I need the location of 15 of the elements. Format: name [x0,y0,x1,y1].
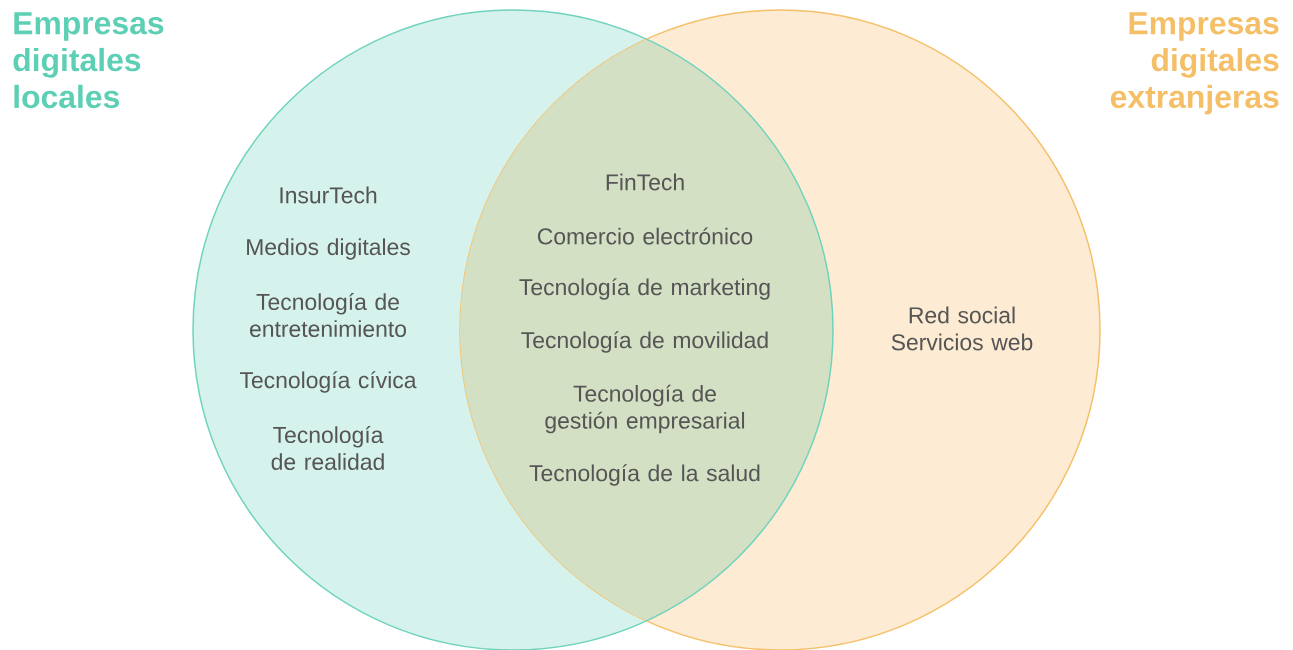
item-label: Red social [909,306,1015,324]
item-label: Tecnología de movilidad [521,331,768,353]
circle-heading: Empresas digitales locales [13,12,164,109]
item-label: Comercio electrónico [537,227,753,245]
item-label: Tecnología de entretenimiento [250,293,406,337]
item-label: Medios digitales [247,238,410,260]
item-label: Servicios web [891,333,1033,351]
item-label: Tecnología de gestión empresarial [545,384,745,434]
item-label: Tecnología de marketing [519,278,770,300]
item-label: Tecnología cívica [240,371,417,393]
item-label: InsurTech [280,186,377,204]
item-label: FinTech [606,173,684,191]
item-label: Tecnología de la salud [529,464,760,486]
circle-heading: Empresas digitales extranjeras [1110,12,1279,115]
item-label: Tecnología de realidad [271,426,384,470]
